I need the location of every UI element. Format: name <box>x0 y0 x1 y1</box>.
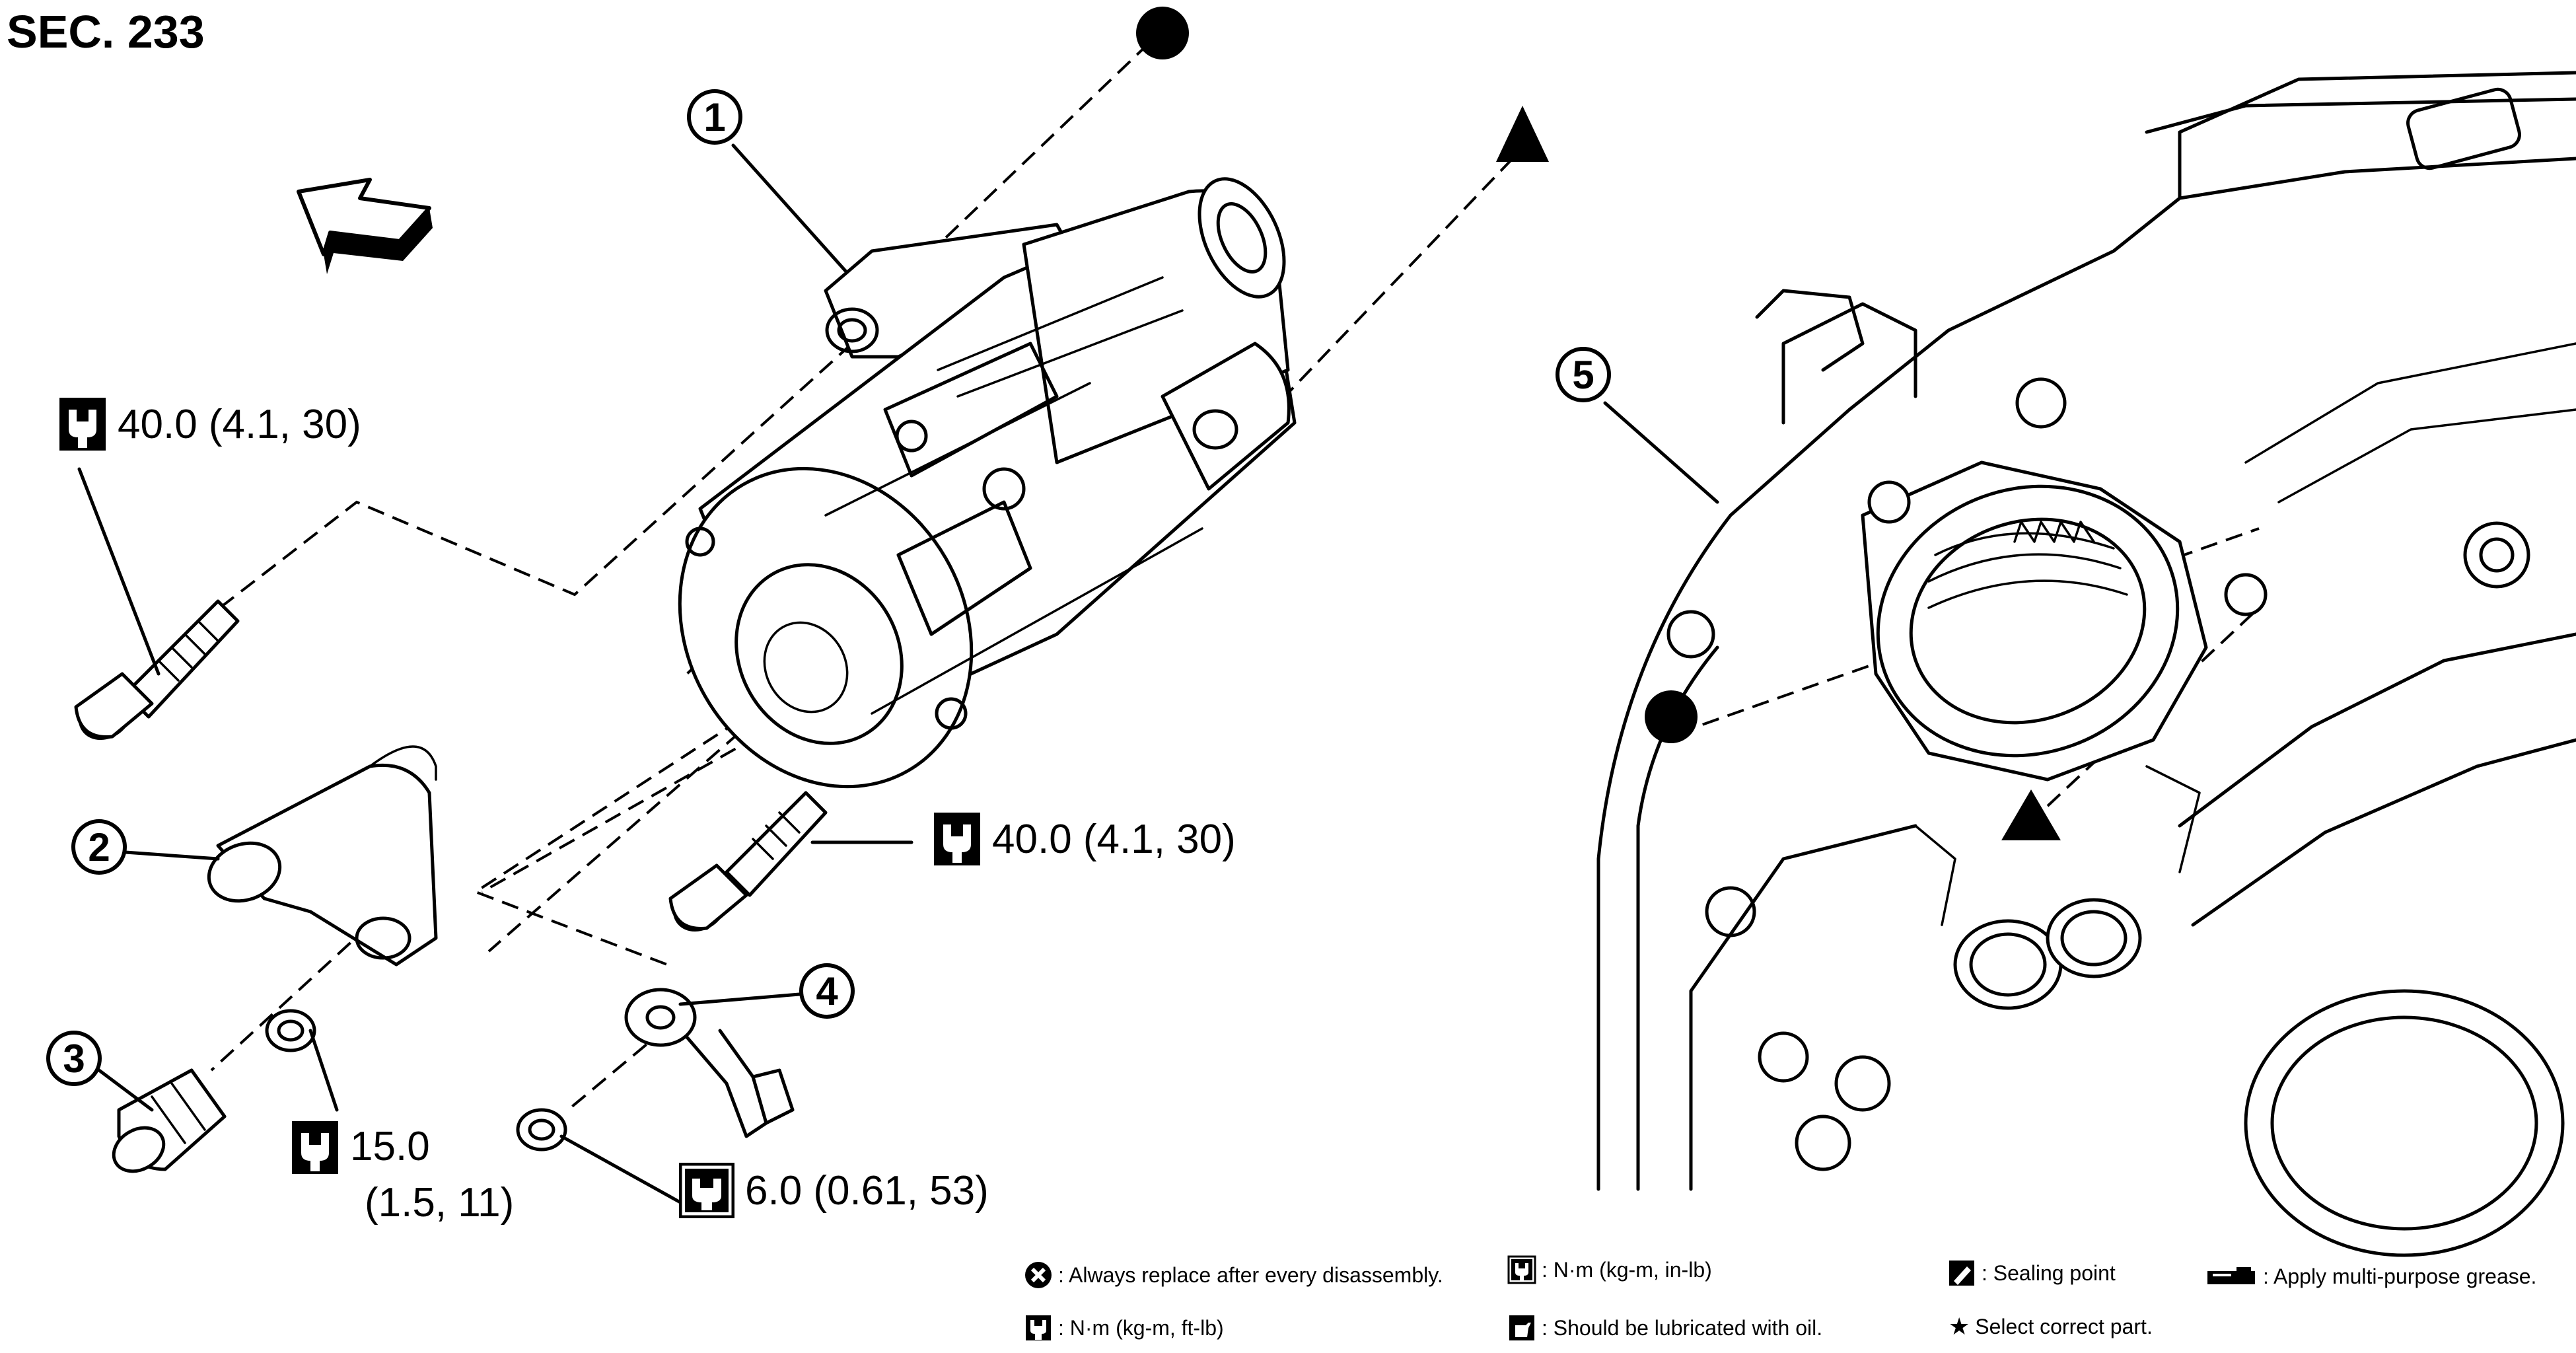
terminal-nut <box>265 1009 316 1052</box>
grease-icon <box>2207 1267 2255 1284</box>
oil-can-icon <box>1509 1315 1534 1340</box>
legend-grease: : Apply multi-purpose grease. <box>2205 1262 2536 1291</box>
legend-text: : Should be lubricated with oil. <box>1542 1315 1823 1340</box>
legend-oil: : Should be lubricated with oil. <box>1507 1313 1822 1342</box>
legend-sealing: : Sealing point <box>1947 1259 2116 1288</box>
circle-marker-top <box>1136 7 1189 59</box>
torque-value: 40.0 (4.1, 30) <box>118 401 361 447</box>
torque-value: 40.0 (4.1, 30) <box>992 816 1236 862</box>
callout-2: 2 <box>71 819 127 875</box>
legend-nm-inlb: : N·m (kg-m, in-lb) <box>1507 1255 1712 1284</box>
battery-cable <box>207 745 438 967</box>
callout-3: 3 <box>46 1031 102 1086</box>
harness-nut <box>516 1108 567 1152</box>
callout-4: 4 <box>799 963 855 1019</box>
triangle-marker-top <box>1496 106 1549 162</box>
torque-wrench-inlb-icon <box>1507 1255 1536 1284</box>
section-title: SEC. 233 <box>7 6 205 57</box>
legend-text: : N·m (kg-m, in-lb) <box>1542 1257 1712 1282</box>
triangle-marker-housing <box>2001 789 2061 840</box>
legend-text: : Sealing point <box>1982 1261 2116 1285</box>
front-direction-arrow-icon <box>297 178 433 274</box>
torque-wrench-icon <box>292 1121 338 1174</box>
star-icon: ★ <box>1949 1313 1970 1340</box>
sealing-point-icon <box>1949 1261 1974 1286</box>
upper-bolt <box>74 599 240 741</box>
legend-nm-ftlb: : N·m (kg-m, ft-lb) <box>1024 1313 1224 1342</box>
replace-part-icon <box>1025 1262 1052 1288</box>
torque-wrench-inlb-icon <box>679 1163 734 1218</box>
torque-label-upper-bolt: 40.0 (4.1, 30) <box>58 396 361 452</box>
torque-label-terminal-nut-line2: (1.5, 11) <box>365 1180 515 1225</box>
legend-text: Select correct part. <box>1975 1315 2153 1338</box>
circle-marker-housing <box>1645 690 1698 743</box>
legend-text: : Apply multi-purpose grease. <box>2263 1264 2537 1288</box>
torque-label-harness-nut: 6.0 (0.61, 53) <box>679 1163 989 1218</box>
torque-wrench-icon <box>59 398 106 451</box>
lower-bolt <box>668 791 828 932</box>
torque-label-terminal-nut-line1: 15.0 <box>350 1124 430 1169</box>
transmission-housing <box>1596 71 2576 1257</box>
starter-motor <box>678 177 1297 789</box>
callout-5: 5 <box>1556 347 1611 402</box>
terminal-nut-cap <box>112 1068 227 1173</box>
torque-label-lower-bolt: 40.0 (4.1, 30) <box>933 811 1236 867</box>
torque-wrench-icon <box>1026 1315 1051 1340</box>
torque-wrench-icon <box>934 813 980 865</box>
legend-text: : Always replace after every disassembly… <box>1058 1262 1443 1287</box>
callout-1: 1 <box>687 89 742 145</box>
leader-lines <box>77 143 1719 1204</box>
torque-value: 6.0 (0.61, 53) <box>745 1167 989 1214</box>
harness-terminal <box>624 988 795 1138</box>
legend-select: ★ Select correct part. <box>1949 1313 2153 1340</box>
legend-replace: : Always replace after every disassembly… <box>1024 1261 1443 1290</box>
legend-text: : N·m (kg-m, ft-lb) <box>1058 1315 1224 1340</box>
